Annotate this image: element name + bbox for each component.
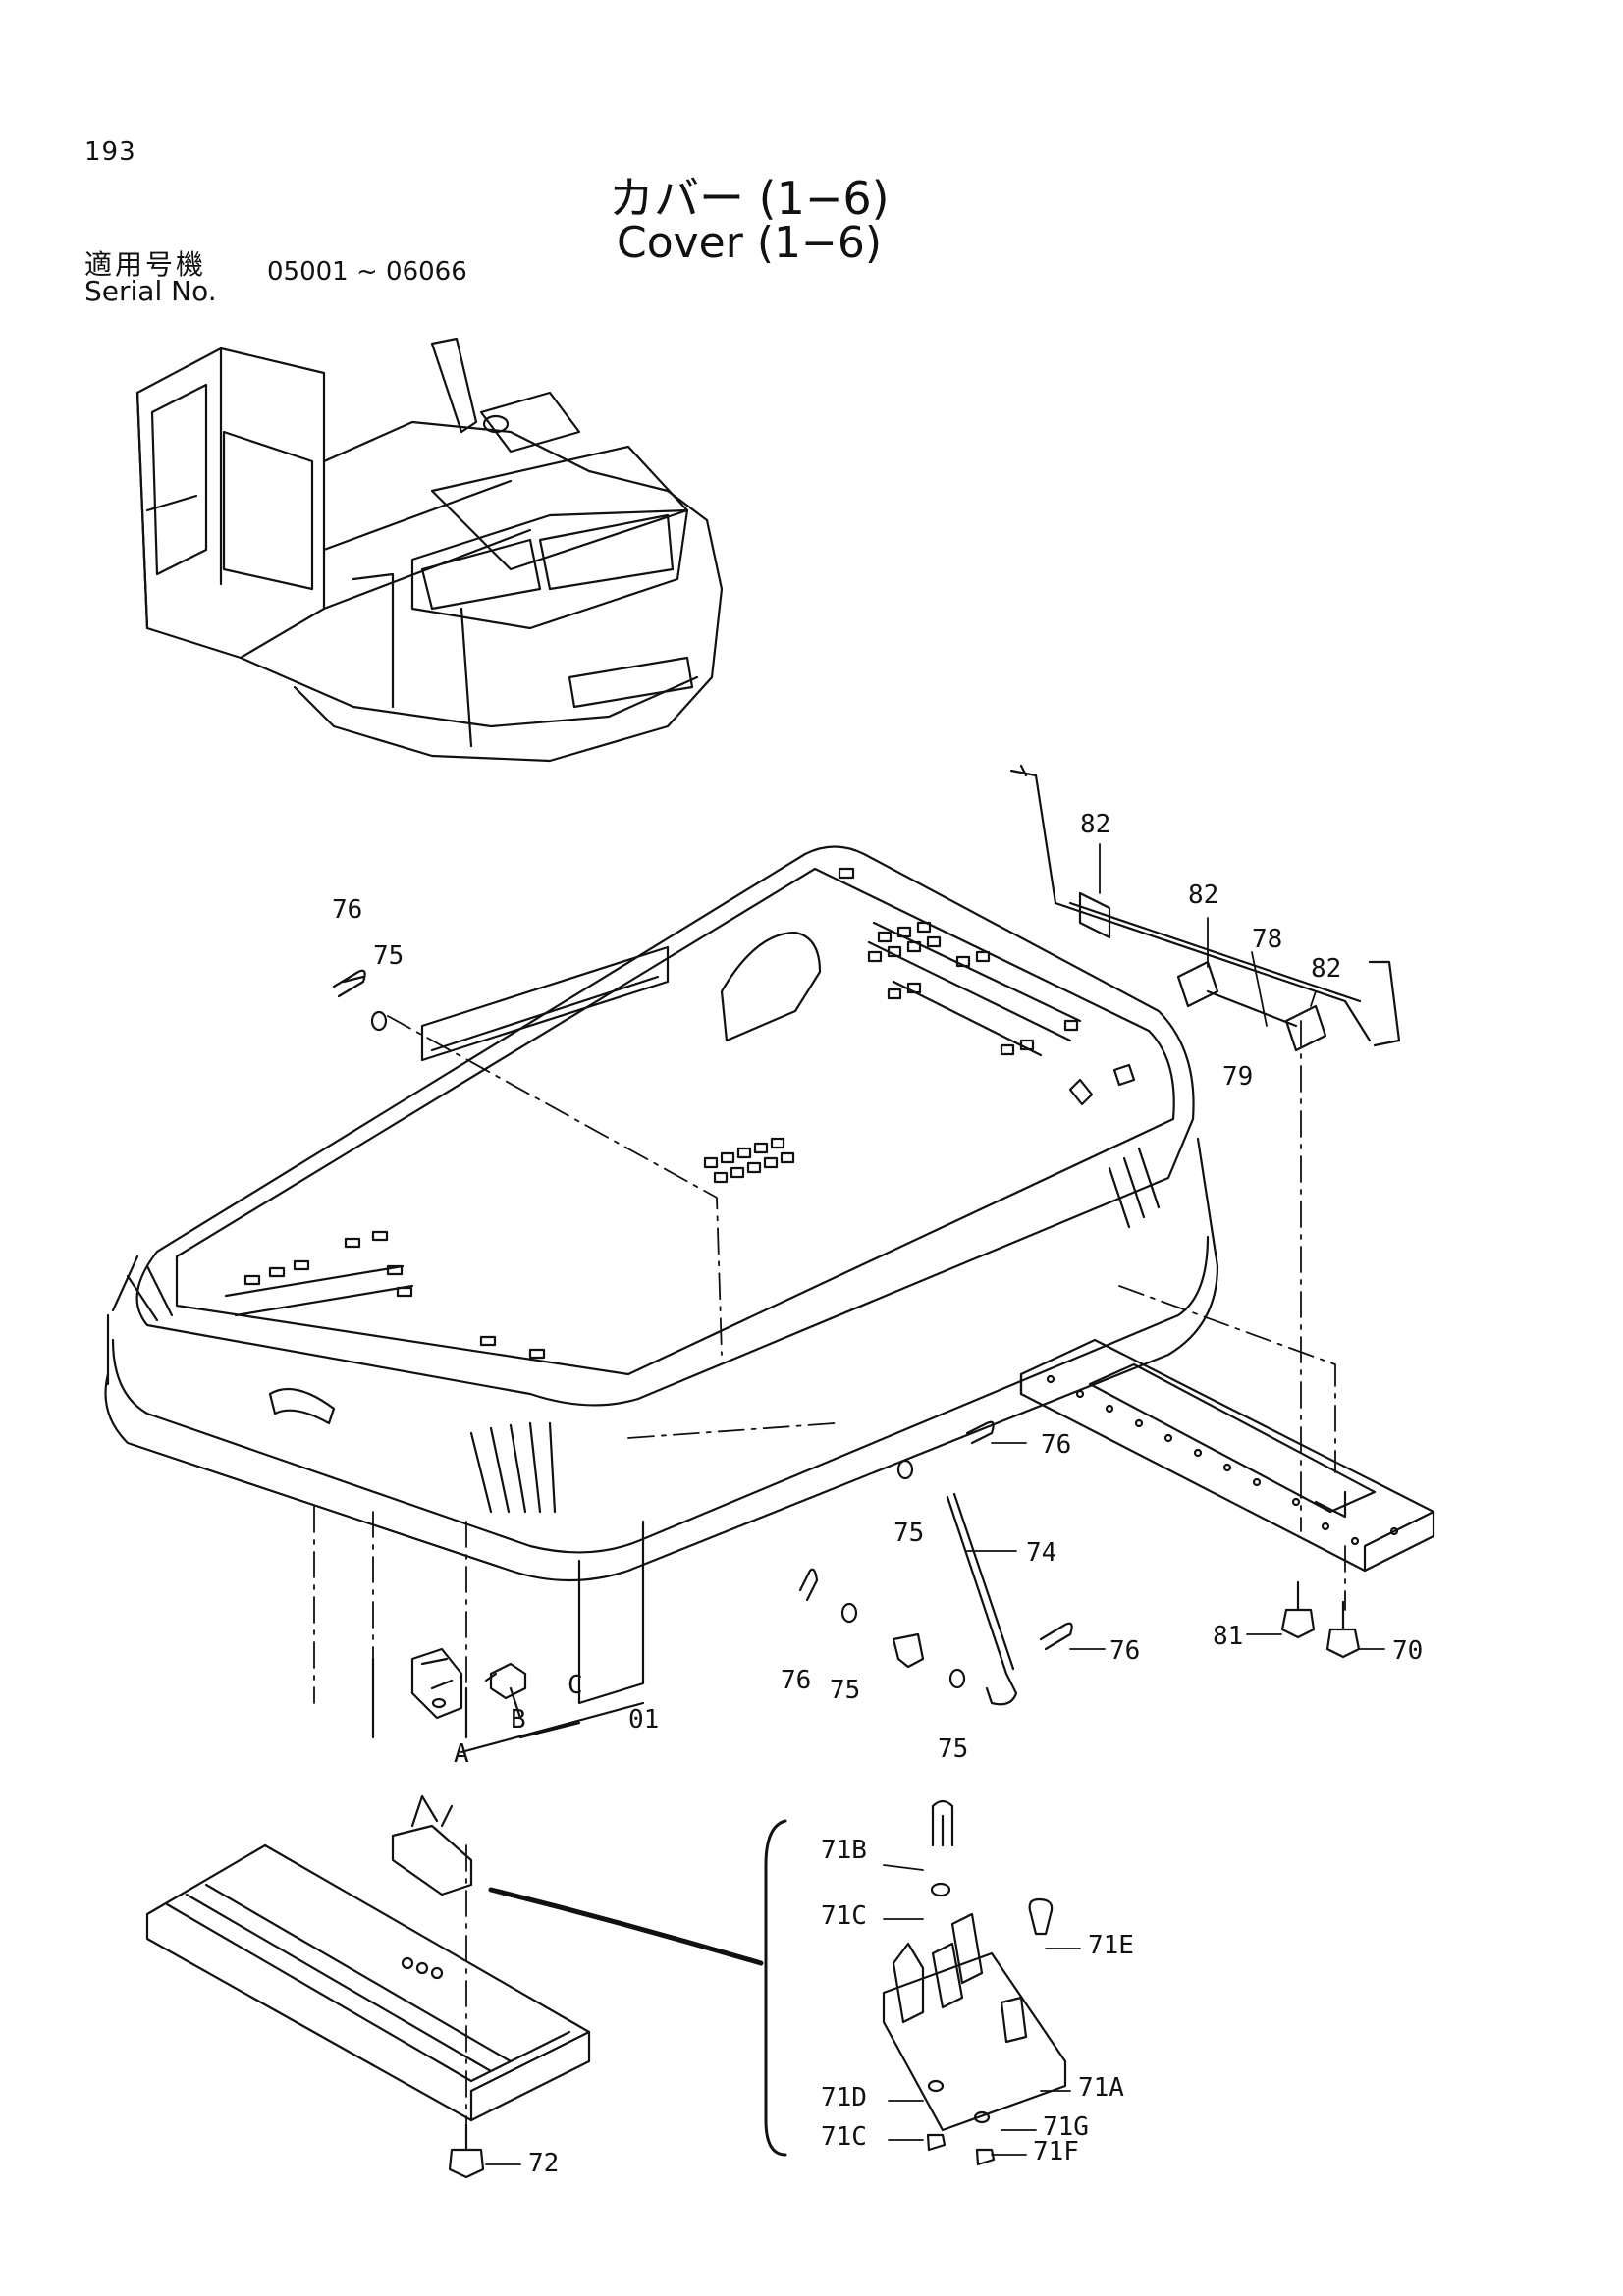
- callout-leaders-cover: [371, 1520, 645, 1739]
- callout-75-top: 75: [373, 941, 404, 971]
- callout-82-a: 82: [1080, 810, 1110, 839]
- clamp-82-c: [1284, 1004, 1327, 1052]
- detail-leader: [488, 1887, 764, 1966]
- callout-71b: 71B: [821, 1836, 867, 1865]
- title-english: Cover (1−6): [617, 218, 883, 268]
- latch-frame-bottom: [145, 1794, 591, 2122]
- serial-range: 05001 ~ 06066: [267, 257, 467, 287]
- rod-assembly: [1009, 764, 1401, 1052]
- callout-71f: 71F: [1033, 2137, 1079, 2166]
- callout-81: 81: [1213, 1622, 1243, 1651]
- callout-82-c: 82: [1311, 954, 1341, 984]
- stay-rod-74: [946, 1492, 1018, 1706]
- callout-71d: 71D: [821, 2083, 867, 2112]
- main-cover-01: [104, 845, 1219, 1582]
- serial-label-japanese: 適用号機: [84, 248, 207, 281]
- vent-slots-right: [838, 867, 1079, 1056]
- callout-76-top: 76: [332, 895, 362, 925]
- title-japanese: カバー (1−6): [609, 172, 890, 225]
- callout-82-b: 82: [1188, 881, 1218, 910]
- callout-75-low-left: 75: [830, 1676, 860, 1705]
- pins-76: [332, 969, 1073, 1651]
- bolt-81: [1280, 1580, 1316, 1639]
- callout-b: B: [511, 1705, 526, 1735]
- callout-76-low-left: 76: [781, 1666, 811, 1695]
- callout-71g: 71G: [1043, 2112, 1089, 2142]
- callout-c: C: [568, 1671, 583, 1700]
- callout-a: A: [454, 1739, 469, 1769]
- latch-part-a: [410, 1647, 463, 1720]
- alignment-lines: [313, 1015, 1346, 2141]
- clamp-82-a: [1078, 891, 1111, 939]
- callout-01: 01: [628, 1705, 659, 1735]
- bolt-72: [448, 2123, 485, 2179]
- callout-71a: 71A: [1078, 2073, 1124, 2103]
- bolt-70: [1325, 1600, 1361, 1659]
- callout-75-mid: 75: [893, 1519, 924, 1548]
- bolt-part-b: [484, 1662, 527, 1720]
- vent-slots-center: [703, 1137, 795, 1184]
- callout-75-low-right: 75: [938, 1735, 968, 1764]
- callout-71c-top: 71C: [821, 1901, 867, 1931]
- callout-78: 78: [1252, 925, 1282, 954]
- callout-leaders: [485, 843, 1385, 2165]
- callout-71e: 71E: [1088, 1931, 1134, 1960]
- vent-slots-left: [243, 1230, 546, 1360]
- callout-74: 74: [1026, 1538, 1056, 1568]
- support-frame-right: [1019, 1338, 1435, 1573]
- callout-71c-bottom: 71C: [821, 2122, 867, 2152]
- callout-72: 72: [528, 2149, 559, 2178]
- detail-bracket: [764, 1819, 787, 2157]
- clamp-82-b: [1176, 960, 1219, 1008]
- callout-bracket: [460, 1701, 645, 1754]
- washers-75: [370, 1010, 966, 1689]
- machine-overview-sketch: [135, 337, 724, 763]
- serial-label-english: Serial No.: [84, 275, 217, 307]
- callout-70: 70: [1392, 1636, 1423, 1666]
- page-number: 193: [84, 137, 136, 167]
- callout-79: 79: [1222, 1062, 1253, 1092]
- callout-76-low-right: 76: [1109, 1636, 1140, 1666]
- pin-holder: [892, 1632, 925, 1669]
- callout-76-mid: 76: [1041, 1430, 1071, 1460]
- latch-assembly-71: [882, 1799, 1067, 2166]
